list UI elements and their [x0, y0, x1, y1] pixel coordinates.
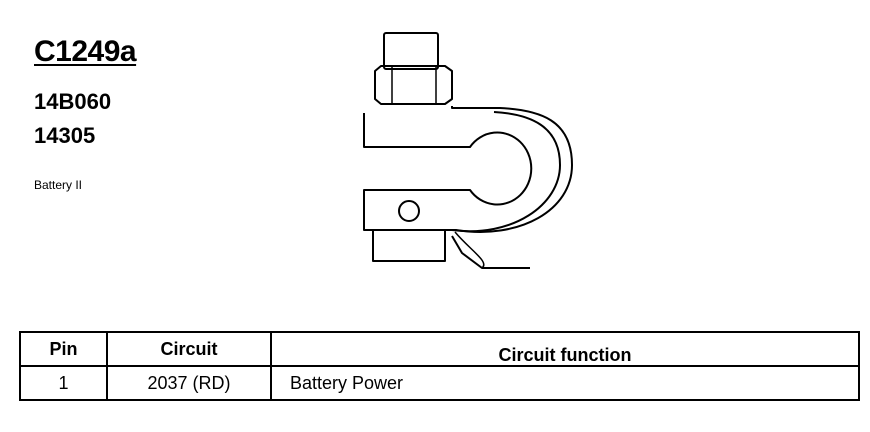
clamp-body — [363, 106, 573, 233]
hex-nut — [374, 65, 453, 105]
threaded-stud — [383, 32, 439, 70]
connector-description: Battery II — [34, 178, 83, 192]
header-pin: Pin — [19, 331, 108, 367]
table-row: 1 2037 (RD) Battery Power — [19, 365, 860, 401]
bolt-hole — [398, 200, 420, 222]
header-circuit: Circuit — [106, 331, 272, 367]
lower-tab — [372, 229, 446, 262]
connector-id: C1249a — [34, 35, 137, 68]
pinout-table: Pin Circuit Circuit function 1 2037 (RD)… — [19, 331, 860, 401]
clamp-inner-edge — [451, 111, 561, 233]
cell-circuit: 2037 (RD) — [106, 365, 272, 401]
table-header-row: Pin Circuit Circuit function — [19, 331, 860, 367]
header-circuit-function: Circuit function — [270, 331, 860, 367]
battery-terminal-clamp-drawing — [363, 32, 573, 269]
clamp-flange — [451, 235, 530, 269]
part-number-2: 14305 — [34, 123, 96, 148]
cell-pin: 1 — [19, 365, 108, 401]
part-number-1: 14B060 — [34, 89, 112, 114]
cell-circuit-function: Battery Power — [270, 365, 860, 401]
